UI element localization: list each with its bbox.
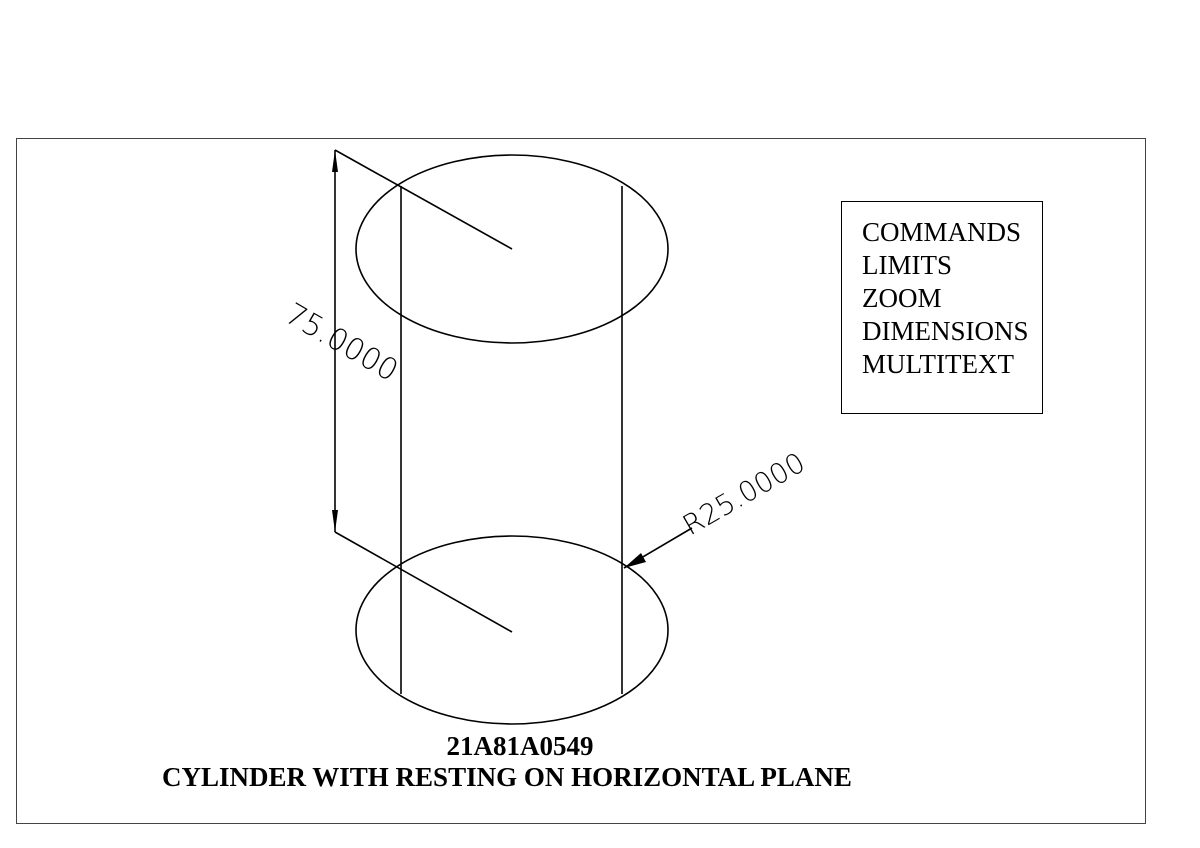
drawing-border: [16, 138, 1146, 824]
radius-leader-arrow: [624, 553, 646, 568]
drawing-id-caption: 21A81A0549: [446, 731, 594, 761]
height-arrow-bottom: [332, 510, 338, 532]
commands-heading: COMMANDS: [862, 217, 1022, 247]
height-arrow-top: [332, 150, 338, 172]
command-multitext: MULTITEXT: [862, 349, 1014, 379]
bottom-ellipse: [355, 535, 669, 725]
commands-box: COMMANDS LIMITS ZOOM DIMENSIONS MULTITEX…: [841, 201, 1043, 414]
bottom-radius-line: [334, 531, 513, 633]
command-zoom: ZOOM: [862, 283, 942, 313]
radius-dimension-label: R25.0000: [677, 446, 811, 542]
command-limits: LIMITS: [862, 250, 952, 280]
top-radius-line: [334, 149, 513, 250]
top-ellipse: [355, 154, 669, 344]
height-dimension-label: 75.0000: [279, 297, 404, 389]
drawing-title-caption: CYLINDER WITH RESTING ON HORIZONTAL PLAN…: [162, 762, 852, 792]
command-dimensions: DIMENSIONS: [862, 316, 1029, 346]
